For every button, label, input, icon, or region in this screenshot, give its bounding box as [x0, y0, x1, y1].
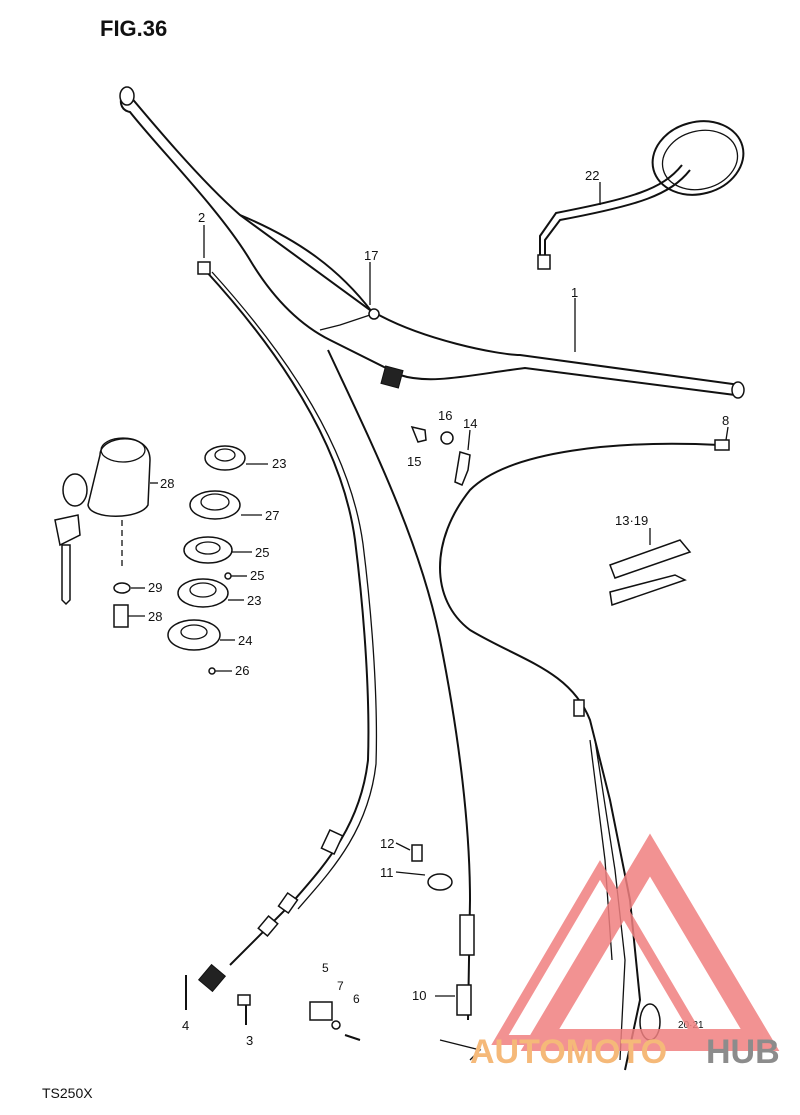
watermark-text-b: HUB [706, 1033, 780, 1071]
callout-24: 25 [255, 545, 269, 560]
callout-15: 15 [407, 454, 421, 469]
throttle-cable [319, 308, 482, 1061]
watermark-text-a: AUTOMOTO [470, 1033, 667, 1071]
callout-2: 2 [198, 210, 205, 225]
callout-11: 11 [380, 865, 394, 880]
mirror [537, 120, 745, 270]
model-label: TS250X [42, 1085, 93, 1101]
watermark-logo [491, 833, 780, 1051]
callout-22: 23 [272, 456, 286, 471]
callout-25a: 25 [250, 568, 264, 583]
clamp-parts [410, 425, 471, 486]
callout-1: 1 [571, 285, 578, 300]
callout-23b: 24 [238, 633, 252, 648]
callout-28-text: 28 [148, 609, 162, 624]
callout-6: 6 [353, 992, 360, 1006]
figure-title: FIG.36 [100, 16, 167, 41]
handlebar [119, 86, 745, 399]
callout-25b: 26 [235, 663, 249, 678]
callout-29: 29 [148, 580, 162, 595]
callout-labels: 2 17 1 22 8 16 14 15 13·19 23 28 27 25 2… [148, 168, 729, 1048]
callout-4: 4 [182, 1018, 189, 1033]
cable-strap [609, 539, 692, 606]
callout-20-21: 22 [585, 168, 599, 183]
washer-stack [113, 445, 246, 675]
callout-12: 12 [380, 836, 394, 851]
callout-14: 14 [463, 416, 477, 431]
callout-17: 17 [364, 248, 378, 263]
callout-5: 5 [322, 961, 329, 975]
callout-16: 16 [438, 408, 452, 423]
callout-23a: 23 [247, 593, 261, 608]
callout-27: 28 [160, 476, 174, 491]
ignition-switch [54, 437, 151, 606]
leader-lines [128, 182, 729, 997]
callout-10: 10 [412, 988, 426, 1003]
callout-3: 3 [246, 1033, 253, 1048]
callout-8: 8 [722, 413, 729, 428]
callout-26: 27 [265, 508, 279, 523]
clutch-cable [197, 261, 378, 993]
callout-13-19: 13·19 [615, 513, 648, 528]
callout-7: 7 [337, 979, 344, 993]
